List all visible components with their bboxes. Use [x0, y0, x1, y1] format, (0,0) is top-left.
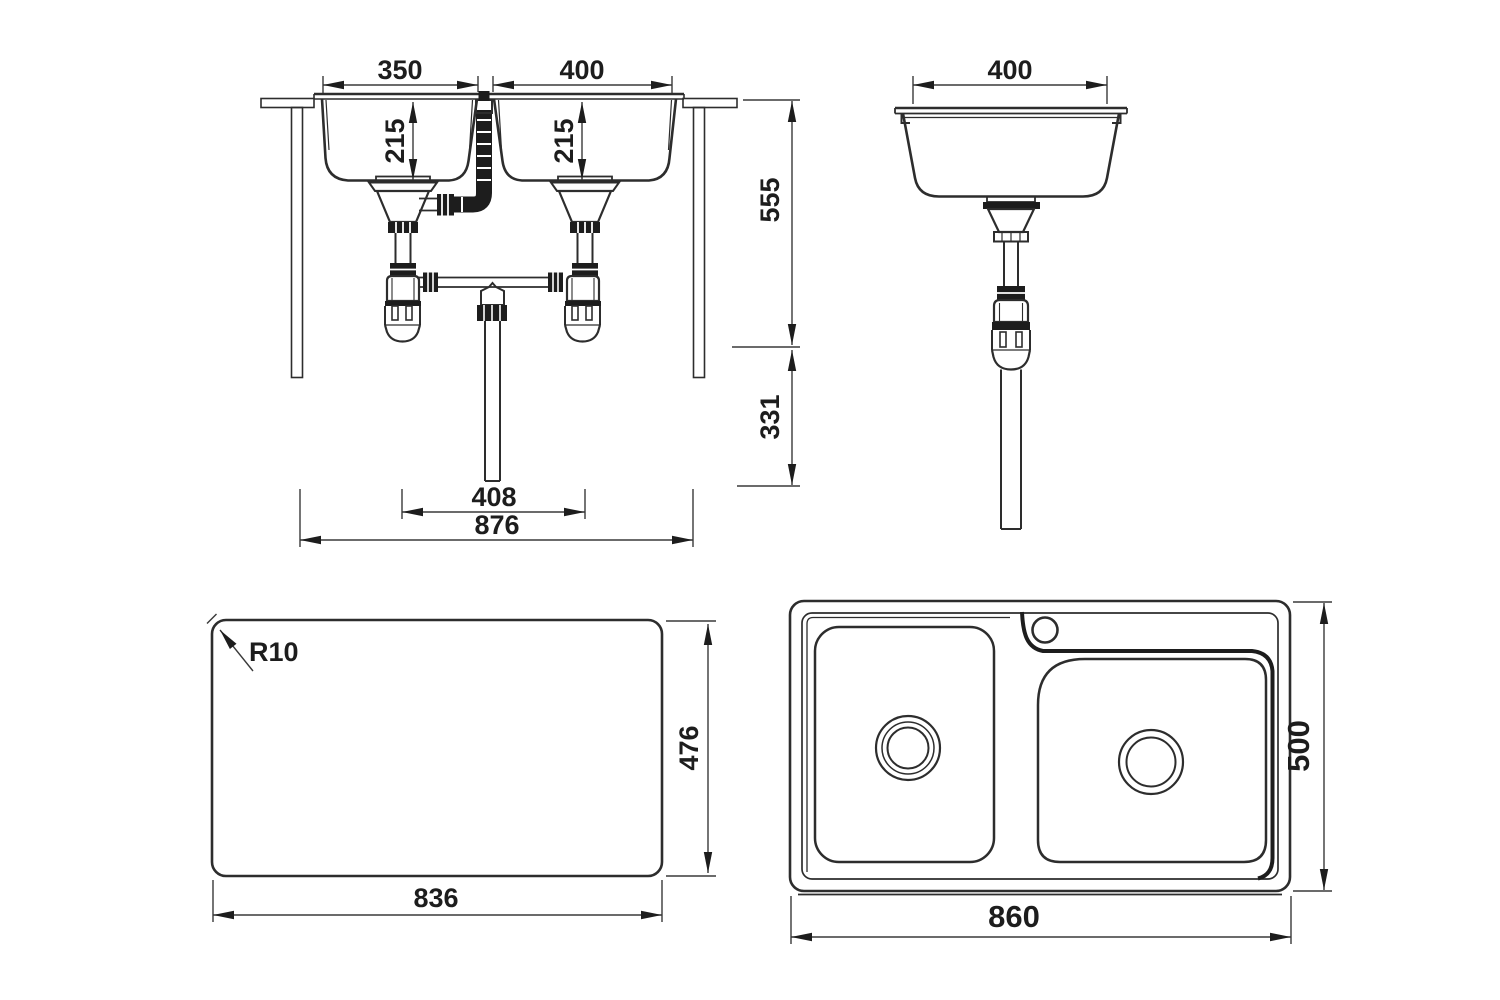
left-bowl-drain: [874, 714, 942, 782]
dim-836-label: 836: [413, 883, 458, 913]
dim-top-depth: 500: [1281, 601, 1332, 892]
dim-215-right-label: 215: [549, 118, 579, 163]
right-bowl-drain: [1117, 728, 1185, 796]
sink-outer-edge: [788, 599, 1292, 893]
sink-side-outline: [894, 106, 1128, 198]
left-bowl: [813, 625, 996, 864]
dim-476-label: 476: [674, 725, 704, 770]
dim-215-left-label: 215: [380, 118, 410, 163]
right-bowl: [1036, 657, 1268, 864]
drain-assembly-right: [549, 175, 621, 343]
waste-outlet-center: [419, 272, 563, 482]
dim-331-label: 331: [755, 394, 785, 439]
dim-bowl1-width: 350: [322, 55, 479, 93]
sink-inner-rim: [801, 612, 1279, 880]
dim-555-label: 555: [755, 177, 785, 222]
dim-bowl1-depth: 215: [380, 102, 418, 180]
dim-bowl2-width: 400: [492, 55, 673, 93]
dim-408-label: 408: [471, 482, 516, 512]
bowl-deck-edge: [1020, 611, 1275, 881]
dim-860-label: 860: [988, 899, 1040, 934]
dim-drain-centers: 408: [401, 482, 586, 519]
dim-400-label: 400: [559, 55, 604, 85]
faucet-hole: [1031, 616, 1059, 644]
dim-r10-label: R10: [249, 637, 299, 667]
corner-radius-callout: R10: [206, 613, 299, 672]
dim-500-label: 500: [1281, 720, 1316, 772]
dim-top-width: 860: [790, 896, 1292, 944]
dim-side-400-label: 400: [987, 55, 1032, 85]
dim-350-label: 350: [377, 55, 422, 85]
cabinet-section-hatching: [260, 97, 738, 379]
front-section-view: 350 400 215 215 555: [260, 55, 800, 547]
side-section-view: 400: [894, 55, 1128, 530]
cutout-rectangle: [210, 618, 664, 878]
dim-cutout-width: 836: [212, 880, 663, 922]
dim-876-label: 876: [474, 510, 519, 540]
overflow-pipe: [419, 91, 493, 216]
dim-side-bowl-width: 400: [912, 55, 1108, 104]
cutout-template-view: R10 476 836: [206, 613, 716, 922]
top-view: 860 500: [788, 599, 1332, 944]
dim-cutout-depth: 476: [666, 620, 716, 877]
drain-assembly-left: [367, 175, 439, 343]
dim-trap-to-outlet: 331: [737, 350, 800, 487]
dim-bowl2-depth: 215: [549, 102, 587, 180]
drain-assembly-side: [983, 195, 1040, 530]
sink-front-outline: [313, 92, 685, 182]
dim-overall-width: 876: [299, 489, 694, 547]
dim-counter-to-trap: 555: [732, 99, 800, 348]
